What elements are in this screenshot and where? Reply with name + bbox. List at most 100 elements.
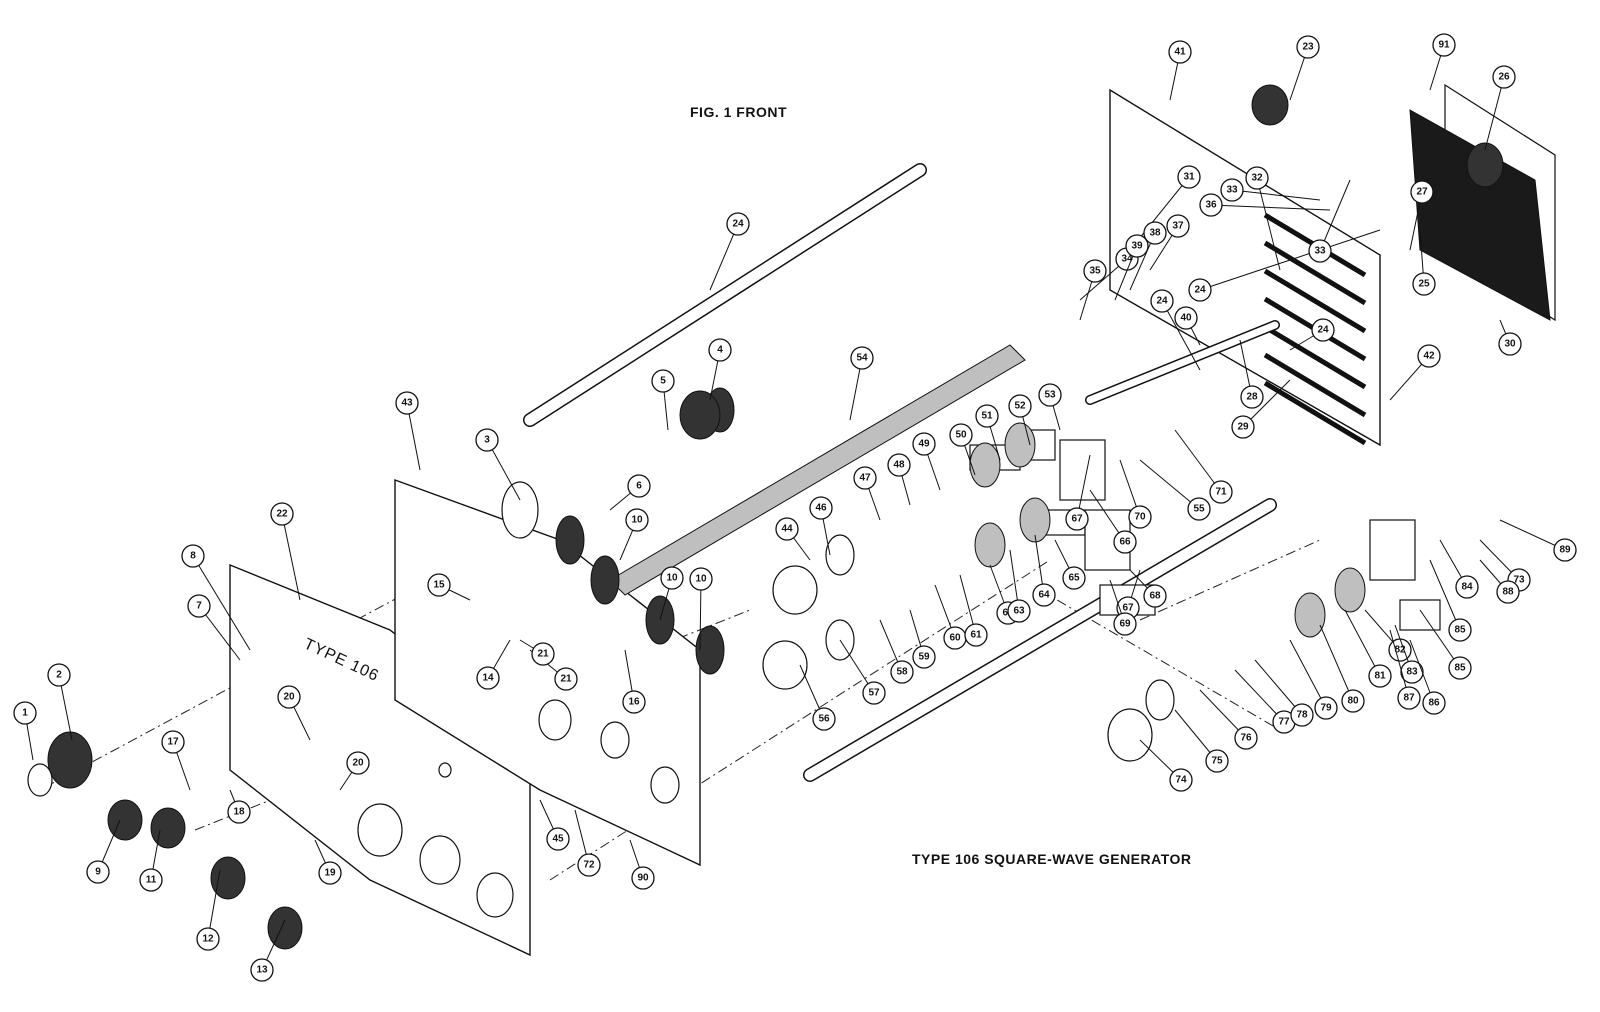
callout-number: 47 <box>859 473 871 484</box>
callout-leader <box>699 578 702 651</box>
callout-circle <box>1008 394 1032 418</box>
callout-number: 13 <box>256 965 268 976</box>
callout-number: 48 <box>893 460 905 471</box>
callout-circle <box>850 346 874 370</box>
callout-number: 49 <box>918 439 930 450</box>
callout-circle <box>1168 40 1192 64</box>
callout-circle <box>475 428 499 452</box>
callout-leader <box>1210 204 1331 211</box>
callout-number: 4 <box>717 345 723 356</box>
callout-number: 29 <box>1237 422 1249 433</box>
callout-number: 66 <box>1119 537 1131 548</box>
callout-circle <box>227 800 251 824</box>
callout-number: 24 <box>732 219 744 230</box>
callout-leader <box>1231 189 1321 201</box>
callout-circle <box>1205 749 1229 773</box>
callout-number: 64 <box>1038 590 1050 601</box>
callout-circle <box>1412 272 1436 296</box>
callout-number: 81 <box>1374 671 1386 682</box>
callout-number: 3 <box>484 435 490 446</box>
callout-leader <box>1419 609 1461 669</box>
callout-number: 12 <box>202 934 214 945</box>
callout-number: 85 <box>1454 663 1466 674</box>
callout-number: 32 <box>1251 173 1263 184</box>
callout-circle <box>1128 505 1152 529</box>
shafts <box>523 163 1280 782</box>
callout-number: 10 <box>666 573 678 584</box>
callout-number: 56 <box>818 714 830 725</box>
callout-number: 60 <box>949 633 961 644</box>
callout-number: 20 <box>283 692 295 703</box>
callout-circle <box>1455 575 1479 599</box>
callout-circle <box>554 667 578 691</box>
callout-circle <box>1032 583 1056 607</box>
callout-number: 80 <box>1347 696 1359 707</box>
callout-circle <box>1220 178 1244 202</box>
callout-circle <box>161 730 185 754</box>
callout-circle <box>1199 193 1223 217</box>
callout-circle <box>277 685 301 709</box>
callout-leader <box>709 223 739 291</box>
callout-circle <box>1422 691 1446 715</box>
callout-circle <box>1400 660 1424 684</box>
callout-circle <box>1397 686 1421 710</box>
callout-number: 2 <box>56 670 62 681</box>
callout-number: 43 <box>401 398 413 409</box>
callout-leader <box>1254 659 1303 716</box>
callout-circle <box>1231 415 1255 439</box>
callout-number: 67 <box>1071 514 1083 525</box>
callout-number: 14 <box>482 673 494 684</box>
callout-circle <box>1174 306 1198 330</box>
callout-circle <box>1113 612 1137 636</box>
callout-number: 7 <box>196 601 202 612</box>
callout-circle <box>1166 214 1190 238</box>
callout-circle <box>622 690 646 714</box>
callout-circle <box>270 502 294 526</box>
callout-number: 8 <box>190 551 196 562</box>
callout-circle <box>181 544 205 568</box>
callout-number: 79 <box>1320 703 1332 714</box>
callout-circle <box>1498 332 1522 356</box>
callout-number: 24 <box>1156 296 1168 307</box>
callout-circle <box>1150 289 1174 313</box>
callout-number: 5 <box>660 376 666 387</box>
callout-number: 84 <box>1461 582 1473 593</box>
callout-circle <box>318 861 342 885</box>
callout-number: 33 <box>1314 246 1326 257</box>
callout-number: 1 <box>22 708 28 719</box>
callout-number: 41 <box>1174 47 1186 58</box>
callout-circle <box>1448 618 1472 642</box>
callout-circle <box>1113 530 1137 554</box>
knob-icon <box>107 799 143 841</box>
callout-leader <box>1319 179 1351 252</box>
figure-caption: TYPE 106 SQUARE-WAVE GENERATOR <box>912 851 1192 867</box>
callout-circle <box>964 623 988 647</box>
callout-number: 82 <box>1394 645 1406 656</box>
callout-circle <box>47 663 71 687</box>
callout-number: 10 <box>631 515 643 526</box>
callout-leader <box>1389 629 1410 699</box>
callout-leader <box>1199 229 1381 291</box>
callout-number: 27 <box>1416 187 1428 198</box>
callout-number: 71 <box>1215 487 1227 498</box>
callout-circle <box>887 453 911 477</box>
callout-circle <box>1245 166 1269 190</box>
callout-number: 26 <box>1498 72 1510 83</box>
callout-circle <box>1368 664 1392 688</box>
callout-circle <box>1209 480 1233 504</box>
callout-number: 40 <box>1180 313 1192 324</box>
callout-number: 17 <box>167 737 179 748</box>
callout-number: 61 <box>970 630 982 641</box>
callout-number: 15 <box>433 580 445 591</box>
callout-circle <box>853 466 877 490</box>
callout-number: 24 <box>1194 285 1206 296</box>
callout-number: 21 <box>560 674 572 685</box>
callout-number: 65 <box>1068 573 1080 584</box>
callout-number: 54 <box>856 353 868 364</box>
felt-pad <box>1409 83 1556 322</box>
callout-number: 19 <box>324 868 336 879</box>
callout-circle <box>1296 35 1320 59</box>
callout-circle <box>1240 385 1264 409</box>
callout-circle <box>708 338 732 362</box>
